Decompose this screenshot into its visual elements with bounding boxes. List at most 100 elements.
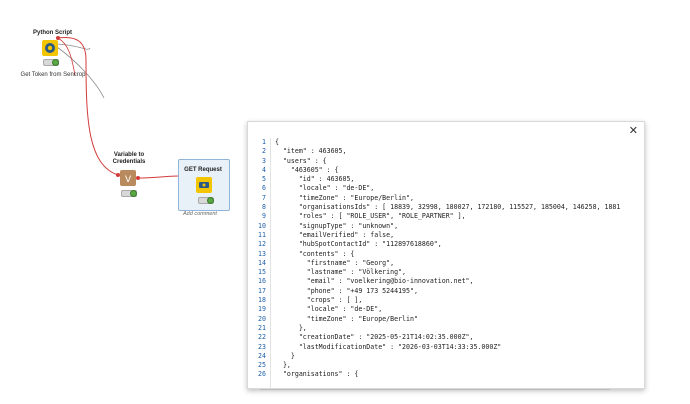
line-text: "hubSpotContactId" : "112897618860", (275, 240, 442, 249)
line-number: 11 (258, 230, 266, 239)
json-code-area[interactable]: 1{2 "item" : 463605,3 "users" : {4 "4636… (248, 138, 644, 388)
close-icon[interactable]: ✕ (628, 125, 638, 137)
code-line: 12 "hubSpotContactId" : "112897618860", (248, 240, 644, 249)
code-line: 7 "timeZone" : "Europe/Berlin", (248, 194, 644, 203)
add-comment-link[interactable]: Add comment (183, 211, 217, 217)
python-script-node-label: Get Token from Sencrop (20, 72, 86, 78)
code-line: 25 }, (248, 361, 644, 370)
line-number: 1 (262, 138, 266, 146)
line-number: 10 (258, 221, 266, 230)
code-line: 17 "phone" : "+49 173 5244195", (248, 287, 644, 296)
line-number: 2 (262, 147, 266, 156)
code-line: 26 "organisations" : { (248, 370, 644, 379)
code-line: 24 } (248, 352, 644, 361)
line-text: "463605" : { (275, 165, 339, 174)
line-number: 17 (258, 286, 266, 295)
line-number: 8 (262, 203, 266, 212)
svg-text:V: V (125, 175, 132, 185)
line-text: }, (275, 323, 307, 332)
line-number: 21 (258, 323, 266, 332)
variable-to-credentials-node[interactable]: V (120, 170, 136, 186)
code-line: 4 "463605" : { (248, 166, 644, 175)
json-viewer-popup[interactable]: ✕ 1{2 "item" : 463605,3 "users" : {4 "46… (247, 121, 645, 389)
code-line: 19 "locale" : "de-DE", (248, 305, 644, 314)
code-line: 15 "lastname" : "Völkering", (248, 268, 644, 277)
line-number: 15 (258, 268, 266, 277)
code-line: 5 "id" : 463605, (248, 175, 644, 184)
line-number: 20 (258, 314, 266, 323)
line-text: "organisationsIds" : [ 18839, 32998, 180… (275, 203, 621, 212)
line-number: 25 (258, 361, 266, 370)
line-text: "lastname" : "Völkering", (275, 268, 407, 277)
variable-to-credentials-node-title: Variable to Credentials (112, 152, 146, 165)
line-number: 24 (258, 351, 266, 360)
line-number: 26 (258, 370, 266, 379)
code-line: 22 "creationDate" : "2025-05-21T14:02:35… (248, 333, 644, 342)
line-text: "signupType" : "unknown", (275, 221, 399, 230)
variable-to-credentials-status-ok (130, 190, 137, 197)
line-text: { (275, 138, 279, 146)
line-number: 19 (258, 305, 266, 314)
line-text: "emailVerified" : false, (275, 230, 395, 239)
line-number: 5 (262, 175, 266, 184)
line-text: "users" : { (275, 156, 327, 165)
line-text: "email" : "voelkering@bio-innovation.net… (275, 277, 474, 286)
code-line: 6 "locale" : "de-DE", (248, 184, 644, 193)
get-request-node-title: GET Request (184, 167, 222, 173)
line-number: 23 (258, 342, 266, 351)
line-number: 22 (258, 333, 266, 342)
http-get-icon (199, 182, 209, 188)
line-number: 12 (258, 240, 266, 249)
get-request-status-ok (207, 197, 214, 204)
line-text: "id" : 463605, (275, 175, 355, 184)
line-text: "locale" : "de-DE", (275, 184, 375, 193)
code-line: 23 "lastModificationDate" : "2026-03-03T… (248, 343, 644, 352)
line-number: 18 (258, 296, 266, 305)
line-number: 3 (262, 156, 266, 165)
code-line: 9 "roles" : [ "ROLE_USER", "ROLE_PARTNER… (248, 212, 644, 221)
line-text: "lastModificationDate" : "2026-03-03T14:… (275, 342, 502, 351)
code-line: 13 "contents" : { (248, 250, 644, 259)
line-number: 4 (262, 165, 266, 174)
code-line: 20 "timeZone" : "Europe/Berlin" (248, 315, 644, 324)
wire-python-out-gray-2 (56, 46, 105, 99)
line-text: } (275, 351, 295, 360)
line-number: 7 (262, 193, 266, 202)
line-text: "creationDate" : "2025-05-21T14:02:35.00… (275, 333, 474, 342)
line-text: "item" : 463605, (275, 147, 347, 156)
code-line: 2 "item" : 463605, (248, 147, 644, 156)
line-number: 6 (262, 184, 266, 193)
line-text: "phone" : "+49 173 5244195", (275, 286, 418, 295)
port-var-out (136, 176, 140, 180)
code-line: 21 }, (248, 324, 644, 333)
line-text: }, (275, 361, 291, 370)
python-script-status-ok (52, 59, 59, 66)
line-text: "timeZone" : "Europe/Berlin", (275, 193, 414, 202)
line-number: 9 (262, 212, 266, 221)
code-line: 8 "organisationsIds" : [ 18839, 32998, 1… (248, 203, 644, 212)
line-text: "locale" : "de-DE", (275, 305, 383, 314)
code-line: 11 "emailVerified" : false, (248, 231, 644, 240)
line-number: 14 (258, 258, 266, 267)
line-text: "organisations" : { (275, 370, 359, 379)
port-var-in (116, 173, 120, 177)
code-line: 1{ (248, 138, 644, 147)
line-text: "firstname" : "Georg", (275, 258, 395, 267)
line-text: "roles" : [ "ROLE_USER", "ROLE_PARTNER" … (275, 212, 466, 221)
code-line: 14 "firstname" : "Georg", (248, 259, 644, 268)
python-script-node-title: Python Script (32, 30, 72, 36)
python-script-node[interactable] (42, 40, 58, 56)
code-line: 18 "crops" : [ ], (248, 296, 644, 305)
get-request-node[interactable] (196, 177, 212, 193)
wire-python-out-gray-1 (56, 43, 91, 50)
code-line: 3 "users" : { (248, 157, 644, 166)
line-text: "timeZone" : "Europe/Berlin" (275, 314, 418, 323)
code-line: 16 "email" : "voelkering@bio-innovation.… (248, 277, 644, 286)
variable-credentials-icon: V (125, 175, 132, 185)
port-python-out (56, 36, 60, 40)
line-number: 16 (258, 277, 266, 286)
line-text: "contents" : { (275, 249, 355, 258)
wire-python-to-var (57, 37, 119, 176)
line-text: "crops" : [ ], (275, 296, 363, 305)
